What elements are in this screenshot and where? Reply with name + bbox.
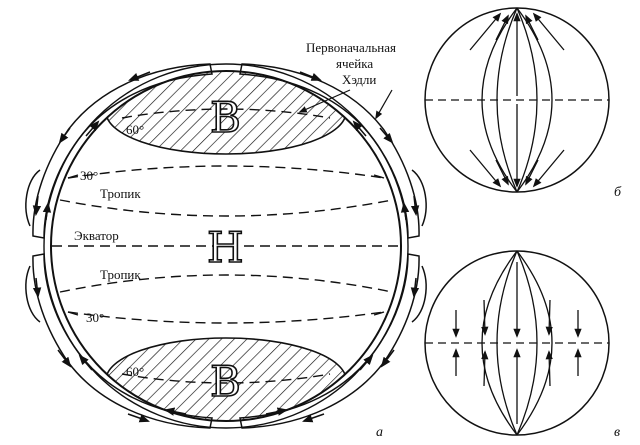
hadley-cell-label-1: Первоначальная — [306, 40, 396, 55]
loop-left-upper — [32, 63, 213, 239]
panel-label-b: б — [614, 185, 622, 200]
lat30-north-label: 30° — [80, 168, 98, 183]
low-pressure-equator: Н — [207, 223, 244, 272]
globe-outer-ring — [43, 63, 409, 429]
hadley-cell-label-3: Хэдли — [342, 72, 376, 87]
globe-a: 60° 30° Тропик Экватор Тропик 30° 60° В … — [25, 40, 427, 440]
lat60-south-line — [121, 373, 331, 384]
panel-label-a: а — [376, 425, 383, 440]
tropic-south-line — [59, 274, 393, 293]
globe-b: б — [424, 7, 622, 200]
lat30-south-label: 30° — [86, 310, 104, 325]
equator-label: Экватор — [74, 228, 119, 243]
hadley-cell-label-2: ячейка — [336, 56, 373, 71]
tropic-north-label: Тропик — [100, 186, 141, 201]
lat60-north-line — [121, 108, 331, 119]
tropic-north-line — [59, 199, 393, 217]
loop-right-lower — [239, 253, 420, 429]
loop-right-upper — [239, 63, 420, 239]
panel-label-v: в — [614, 425, 620, 440]
tropic-south-label: Тропик — [100, 267, 141, 282]
globe-v: в — [424, 250, 620, 440]
lat60-south-label: 60° — [126, 364, 144, 379]
lat60-north-label: 60° — [126, 122, 144, 137]
loop-left-lower — [32, 253, 213, 429]
lat30-north-line — [67, 165, 385, 179]
high-pressure-south: В — [210, 357, 241, 406]
lat30-south-line — [67, 311, 385, 324]
high-pressure-north: В — [210, 93, 241, 142]
